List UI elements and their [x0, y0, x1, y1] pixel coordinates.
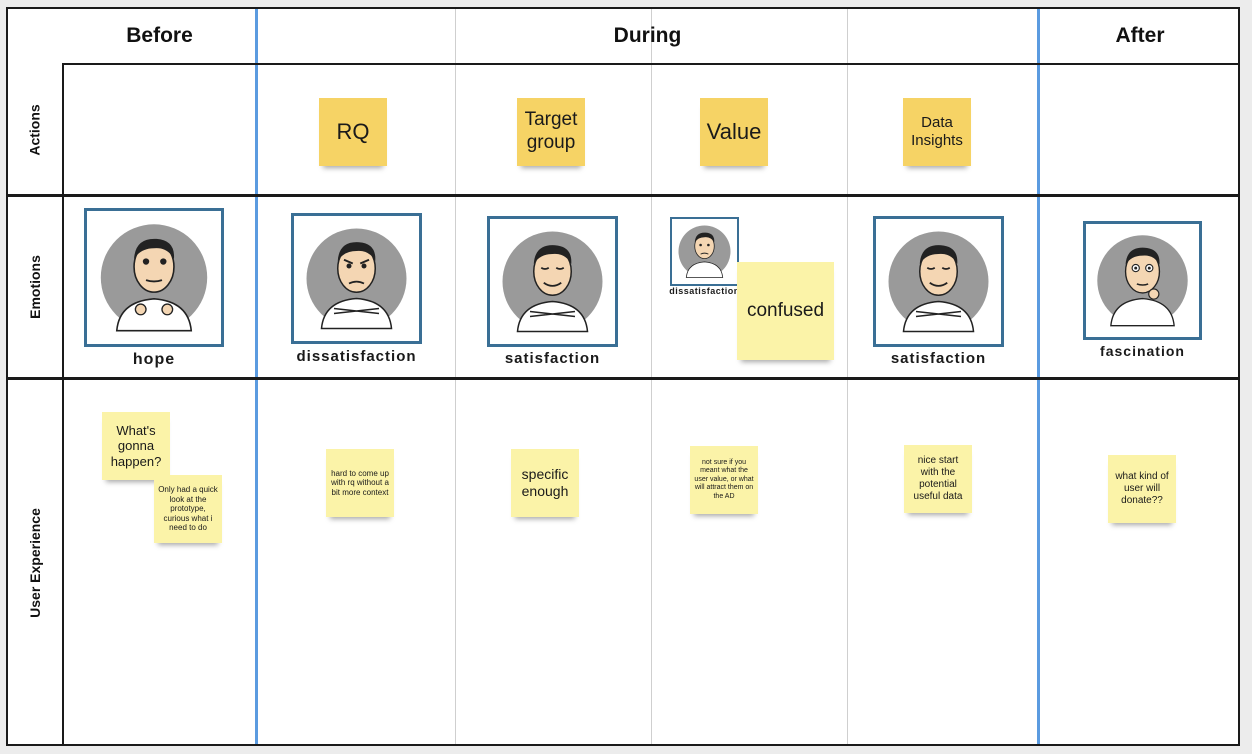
emotion-hope-image[interactable] — [84, 208, 224, 347]
person-avatar-icon — [1097, 235, 1188, 327]
column-after: After — [1115, 24, 1165, 47]
emotion-dissatisfaction-image[interactable] — [291, 213, 422, 344]
emotion-dissatisfaction-label: dissatisfaction — [296, 348, 417, 365]
row-divider — [8, 194, 1238, 197]
row-user-experience-label: User Experience — [27, 508, 44, 618]
row-emotions-label: Emotions — [27, 255, 43, 319]
emotion-fascination-image[interactable] — [1083, 221, 1202, 340]
column-during: During — [613, 24, 682, 47]
emotion-satisfaction-label: satisfaction — [504, 350, 601, 367]
emotion-satisfaction-2-image[interactable] — [873, 216, 1004, 347]
row-emotions: Emotions — [8, 197, 62, 377]
ux-sticky-value[interactable]: not sure if you meant what the user valu… — [690, 446, 758, 514]
person-avatar-icon — [678, 225, 731, 278]
emotion-sticky-confused[interactable]: confused — [737, 262, 834, 360]
action-sticky-target-group[interactable]: Target group — [517, 98, 585, 166]
during-after-divider — [1037, 9, 1040, 744]
header-divider — [64, 63, 1238, 65]
action-sticky-rq[interactable]: RQ — [319, 98, 387, 166]
ux-sticky-before-1[interactable]: What's gonna happen? — [102, 412, 170, 480]
row-divider — [8, 377, 1238, 380]
ux-sticky-target-group[interactable]: specific enough — [511, 449, 579, 517]
person-avatar-icon — [100, 224, 208, 332]
row-user-experience: User Experience — [8, 380, 62, 744]
emotion-dissatisfaction-small-image[interactable] — [670, 217, 739, 286]
ux-sticky-data-insights[interactable]: nice start with the potential useful dat… — [904, 445, 972, 513]
person-avatar-icon — [502, 231, 603, 333]
before-during-divider — [255, 9, 258, 744]
row-actions-label: Actions — [27, 103, 43, 156]
emotion-satisfaction-2-label: satisfaction — [890, 350, 987, 367]
row-actions: Actions — [8, 65, 62, 194]
ux-sticky-rq[interactable]: hard to come up with rq without a bit mo… — [326, 449, 394, 517]
column-divider — [455, 9, 456, 744]
action-sticky-value[interactable]: Value — [700, 98, 768, 166]
emotion-fascination-label: fascination — [1100, 343, 1185, 359]
column-divider — [847, 9, 848, 744]
journey-map-board: Before During After Actions Emotions Use… — [6, 7, 1240, 746]
column-before: Before — [126, 24, 193, 47]
ux-sticky-before-2[interactable]: Only had a quick look at the prototype, … — [154, 475, 222, 543]
emotion-satisfaction-image[interactable] — [487, 216, 618, 347]
emotion-hope-label: hope — [132, 351, 176, 368]
person-avatar-icon — [888, 231, 989, 333]
action-sticky-data-insights[interactable]: Data Insights — [903, 98, 971, 166]
ux-sticky-after[interactable]: what kind of user will donate?? — [1108, 455, 1176, 523]
row-header-divider — [62, 9, 64, 744]
emotion-dissatisfaction-small-label: dissatisfaction — [669, 286, 740, 296]
person-avatar-icon — [306, 228, 407, 330]
column-divider — [651, 9, 652, 744]
